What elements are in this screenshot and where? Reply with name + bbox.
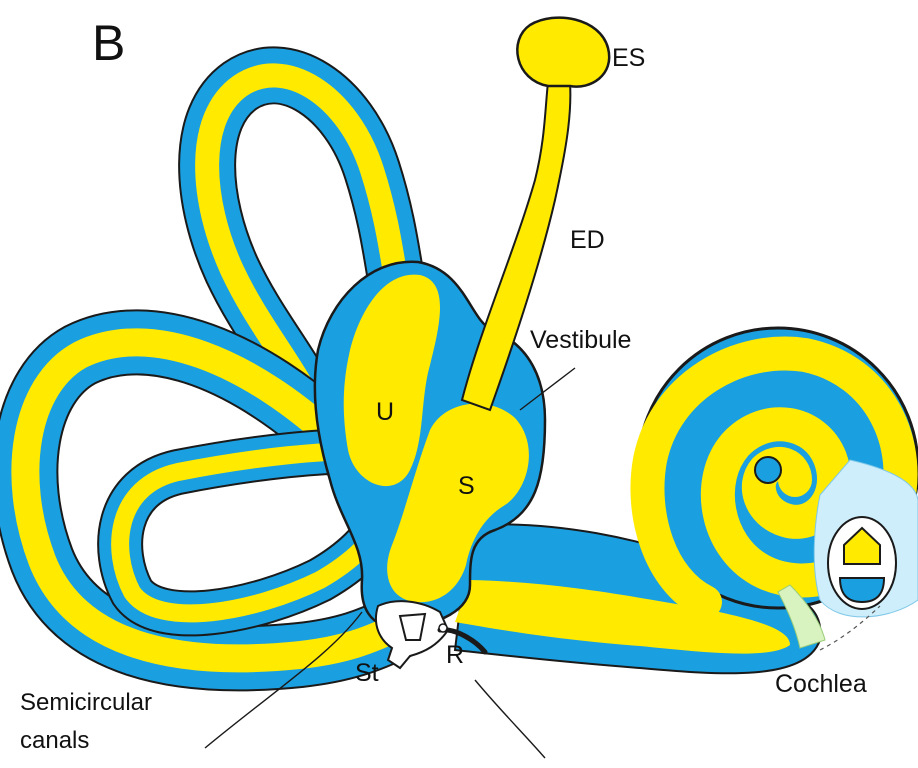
cochlea-label: Cochlea [775,670,867,698]
round-window-leader-line [475,680,545,758]
semicircular-label-line1: Semicircular [20,689,152,716]
panel-letter: B [92,15,125,71]
vestibule-label: Vestibule [530,326,631,354]
es-label: ES [612,44,645,72]
utricle-label: U [376,398,394,426]
saccule-label: S [458,472,475,500]
semicircular-label-line2: canals [20,727,89,754]
ed-label: ED [570,226,605,254]
round-window-label: R [446,641,464,669]
stapes-label: St [355,659,379,687]
endolymphatic-sac [517,18,609,87]
